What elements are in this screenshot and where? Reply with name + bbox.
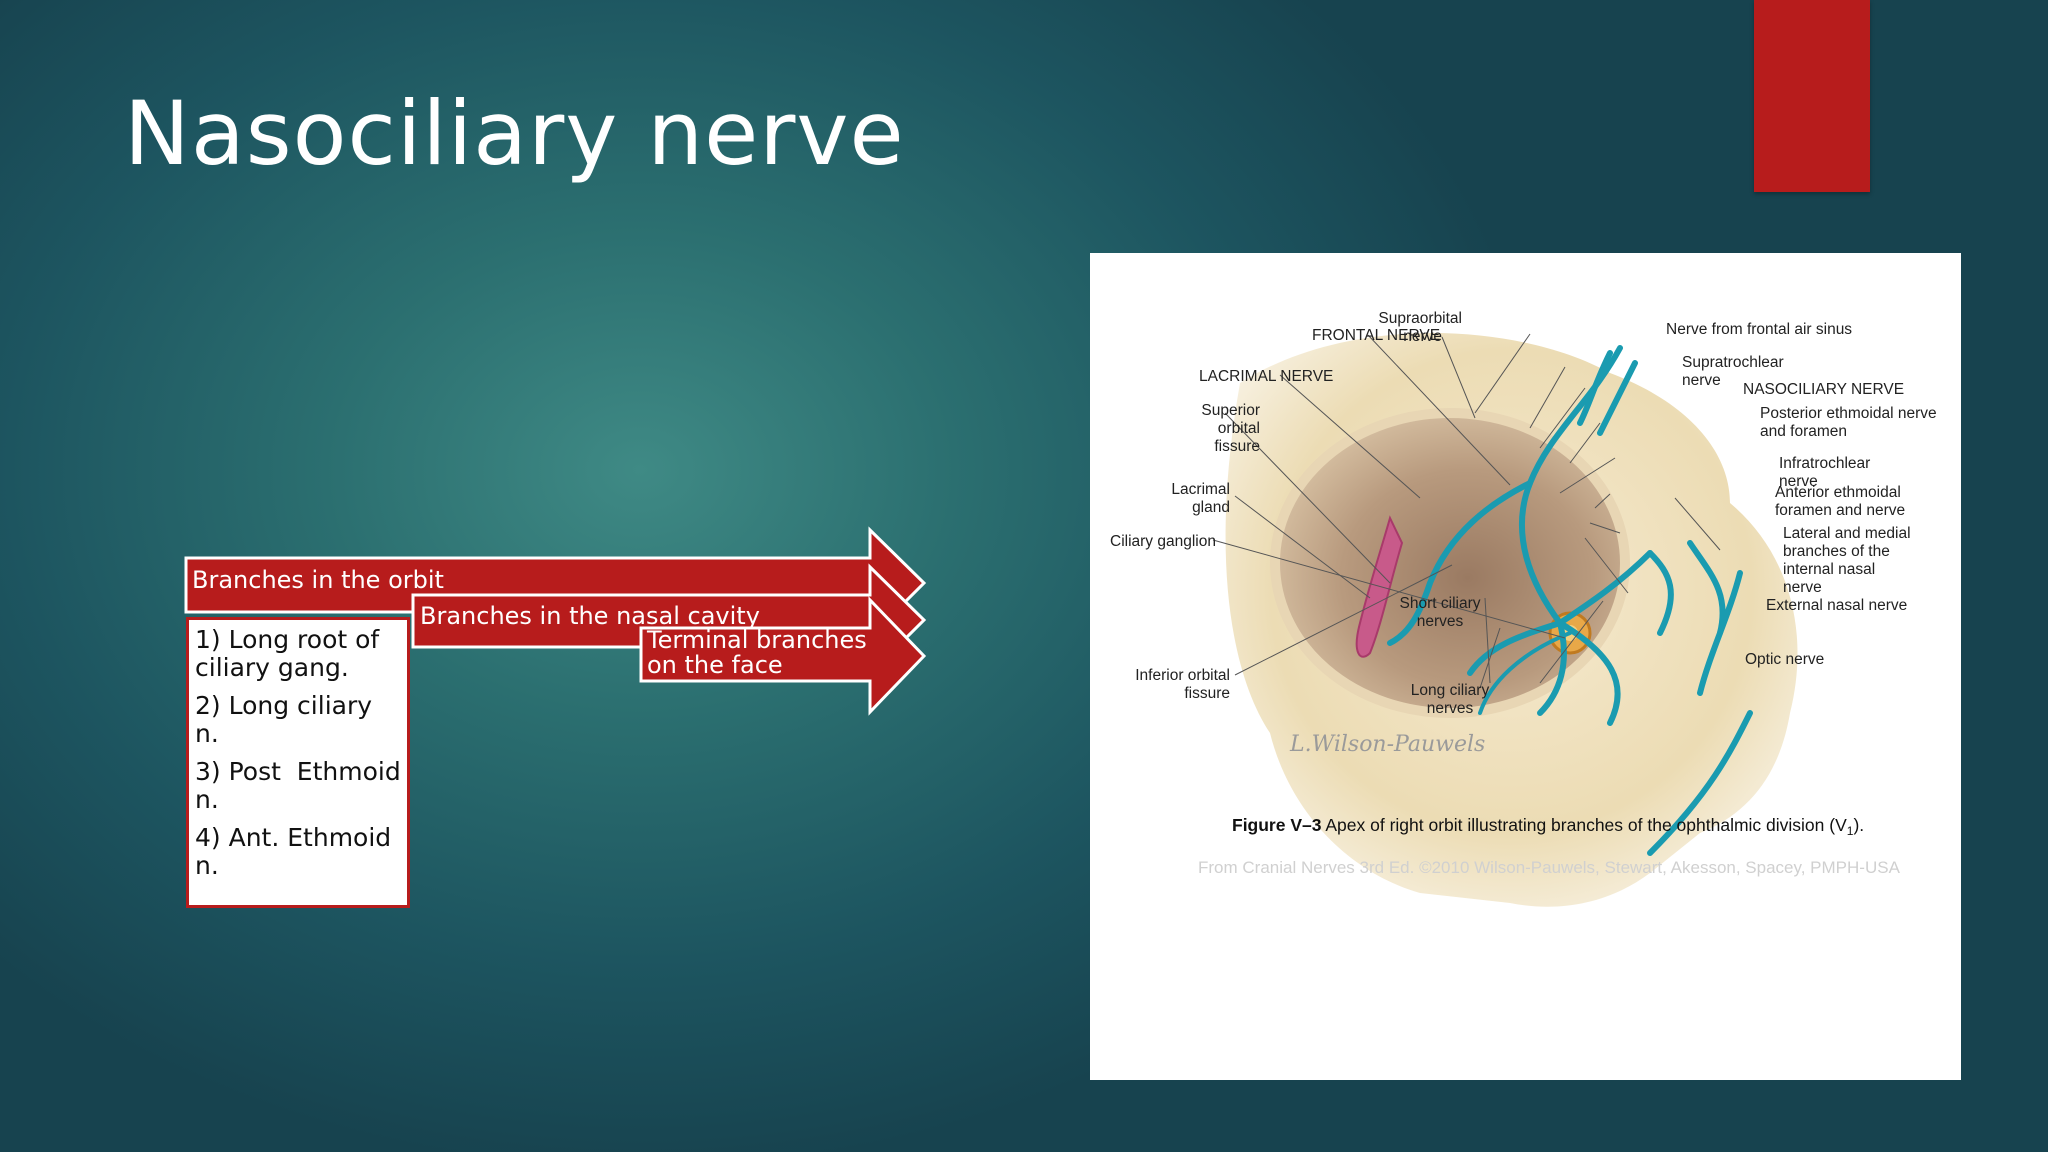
arrow-orbit-label: Branches in the orbit	[192, 566, 444, 594]
figure-credit: From Cranial Nerves 3rd Ed. ©2010 Wilson…	[1198, 858, 1901, 877]
label-short-ciliary-1: Short ciliary	[1400, 595, 1481, 612]
figure-caption: Figure V–3 Apex of right orbit illustrat…	[1232, 815, 1864, 838]
label-short-ciliary-2: nerves	[1417, 613, 1464, 630]
label-frontal-sinus: Nerve from frontal air sinus	[1666, 321, 1852, 338]
label-supratrochlear-1: Supratrochlear	[1682, 354, 1784, 371]
orbit-illustration: FRONTAL NERVE Supraorbital nerve Nerve f…	[1110, 310, 1937, 907]
orbit-rim	[1270, 408, 1630, 718]
label-superior-orbital-3: fissure	[1214, 438, 1260, 455]
list-item: 3) Post Ethmoid n.	[195, 757, 401, 814]
label-lateral-medial-4: nerve	[1783, 579, 1822, 596]
illustrator-signature: L.Wilson-Pauwels	[1289, 732, 1485, 757]
label-long-ciliary-1: Long ciliary	[1411, 682, 1490, 699]
label-lacrimal-gland-1: Lacrimal	[1171, 481, 1230, 498]
label-lacrimal-gland-2: gland	[1192, 499, 1230, 516]
lacrimal-gland	[1355, 515, 1404, 658]
label-infratrochlear-1: Infratrochlear	[1779, 455, 1870, 472]
label-lateral-medial-1: Lateral and medial	[1783, 525, 1911, 542]
nerve-paths	[1387, 345, 1753, 856]
arrow-nasal-label: Branches in the nasal cavity	[420, 602, 760, 630]
caption-subscript: 1	[1847, 824, 1854, 838]
label-long-ciliary-2: nerves	[1427, 700, 1474, 717]
label-posterior-ethmoidal-1: Posterior ethmoidal nerve	[1760, 405, 1937, 422]
label-lateral-medial-2: branches of the	[1783, 543, 1890, 560]
label-supraorbital-2: nerve	[1403, 328, 1442, 345]
slide-title: Nasociliary nerve	[124, 82, 905, 185]
label-lacrimal-nerve: LACRIMAL NERVE	[1199, 368, 1333, 385]
label-inferior-orbital-2: fissure	[1184, 685, 1230, 702]
label-nasociliary-nerve: NASOCILIARY NERVE	[1743, 381, 1904, 398]
label-infratrochlear-2: nerve	[1779, 473, 1818, 490]
label-external-nasal: External nasal nerve	[1766, 597, 1907, 614]
branch-list-box: 1) Long root of ciliary gang. 2) Long ci…	[186, 617, 410, 908]
arrow-face-shape	[639, 596, 927, 716]
caption-figure-number: Figure V–3	[1232, 815, 1322, 835]
label-supratrochlear-2: nerve	[1682, 372, 1721, 389]
label-frontal-nerve: FRONTAL NERVE	[1312, 327, 1440, 344]
list-item: 1) Long root of ciliary gang.	[195, 625, 380, 682]
label-anterior-ethmoidal-1: Anterior ethmoidal	[1775, 484, 1901, 501]
caption-end: ).	[1853, 815, 1864, 835]
arrow-face-label-line1: Terminal branches	[647, 626, 867, 654]
label-inferior-orbital-1: Inferior orbital	[1135, 667, 1230, 684]
leader-lines	[1212, 333, 1721, 689]
list-item: 2) Long ciliary n.	[195, 691, 380, 748]
label-optic-nerve: Optic nerve	[1745, 651, 1824, 668]
list-item: 4) Ant. Ethmoid n.	[195, 823, 392, 880]
label-superior-orbital-2: orbital	[1218, 420, 1260, 437]
red-accent-bar	[1754, 0, 1870, 192]
label-supraorbital-1: Supraorbital	[1378, 310, 1462, 327]
label-lateral-medial-3: internal nasal	[1783, 561, 1875, 578]
arrow-face-label-line2: on the face	[647, 651, 783, 679]
anatomy-figure-panel: FRONTAL NERVE Supraorbital nerve Nerve f…	[1090, 253, 1961, 1080]
label-posterior-ethmoidal-2: and foramen	[1760, 423, 1847, 440]
branch-list: 1) Long root of ciliary gang. 2) Long ci…	[195, 626, 401, 880]
label-anterior-ethmoidal-2: foramen and nerve	[1775, 502, 1905, 519]
label-superior-orbital-1: Superior	[1201, 402, 1260, 419]
caption-text: Apex of right orbit illustrating branche…	[1321, 815, 1847, 835]
label-ciliary-ganglion: Ciliary ganglion	[1110, 533, 1216, 550]
